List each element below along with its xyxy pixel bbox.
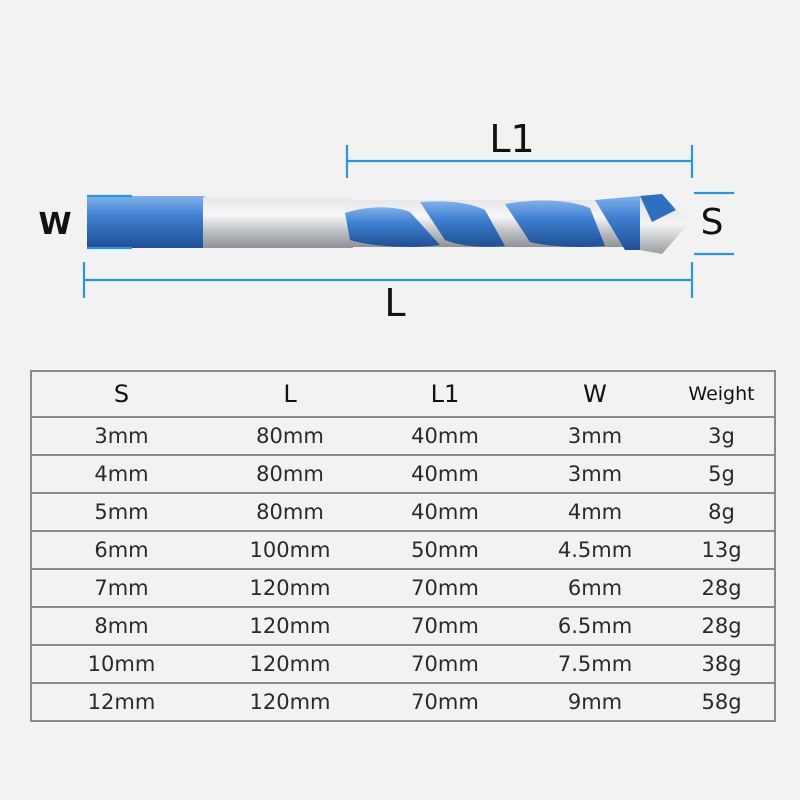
l-label: L: [384, 281, 405, 325]
cell-s: 5mm: [31, 493, 211, 532]
flute-spiral-2: [420, 201, 505, 247]
header-l1: L1: [369, 371, 521, 418]
cell-s: 7mm: [31, 569, 211, 608]
s-dimension: [694, 191, 734, 256]
cell-l: 80mm: [211, 417, 369, 456]
cell-s: 10mm: [31, 645, 211, 684]
cell-l1: 70mm: [369, 607, 521, 646]
header-weight: Weight: [669, 371, 775, 418]
cell-w: 6mm: [521, 569, 669, 608]
cell-l1: 70mm: [369, 645, 521, 684]
flute-spiral-4: [595, 196, 650, 250]
cell-weight: 5g: [669, 455, 775, 494]
cell-l: 120mm: [211, 607, 369, 646]
cell-w: 3mm: [521, 417, 669, 456]
cell-weight: 38g: [669, 645, 775, 684]
cell-l: 100mm: [211, 531, 369, 570]
cell-s: 8mm: [31, 607, 211, 646]
cell-w: 3mm: [521, 455, 669, 494]
carbide-tip-blue: [640, 194, 676, 222]
l1-dimension: [345, 145, 694, 178]
drill-bit-diagram: L1 L W S: [38, 117, 734, 325]
header-s: S: [31, 371, 211, 418]
cell-s: 4mm: [31, 455, 211, 494]
w-label: W: [38, 207, 71, 242]
cell-w: 9mm: [567, 690, 623, 714]
cell-w: 4.5mm: [521, 531, 669, 570]
cell-l1: 40mm: [369, 455, 521, 494]
header-w: W: [521, 371, 669, 418]
cell-weight: 8g: [669, 493, 775, 532]
table-row: 12mm 120mm 70mm 9mm 58g: [31, 683, 775, 721]
w-dimension: [87, 194, 132, 250]
cell-weight: 28g: [669, 569, 775, 608]
cell-l: 120mm: [211, 645, 369, 684]
cell-l1: 40mm: [369, 493, 521, 532]
shank-steel: [203, 197, 353, 248]
cell-weight: 13g: [669, 531, 775, 570]
flute-spiral-1: [345, 207, 440, 247]
cell-l1: 40mm: [369, 417, 521, 456]
cell-l: 80mm: [211, 493, 369, 532]
s-label: S: [701, 202, 724, 243]
l1-label: L1: [489, 117, 534, 161]
cell-weight: 28g: [669, 607, 775, 646]
cell-w: 4mm: [521, 493, 669, 532]
cell-l1: 70mm: [369, 569, 521, 608]
shank-blue-end: [87, 196, 205, 248]
cell-s: 12mm: [87, 690, 156, 714]
cell-s: 3mm: [31, 417, 211, 456]
cell-s: 6mm: [31, 531, 211, 570]
cell-l: 120mm: [211, 569, 369, 608]
drill-bit: [87, 194, 690, 254]
cell-l: 120mm: [249, 690, 331, 714]
cell-l1: 70mm: [411, 690, 479, 714]
table-header-row: S L L1 W Weight: [31, 371, 775, 418]
cell-w: 6.5mm: [521, 607, 669, 646]
cell-l1: 50mm: [369, 531, 521, 570]
cell-weight: 58g: [701, 690, 742, 714]
cell-weight: 3g: [669, 417, 775, 456]
flute-spiral-3: [505, 200, 605, 247]
cell-l: 80mm: [211, 455, 369, 494]
l-dimension: [82, 262, 694, 298]
cell-w: 7.5mm: [521, 645, 669, 684]
header-l: L: [211, 371, 369, 418]
